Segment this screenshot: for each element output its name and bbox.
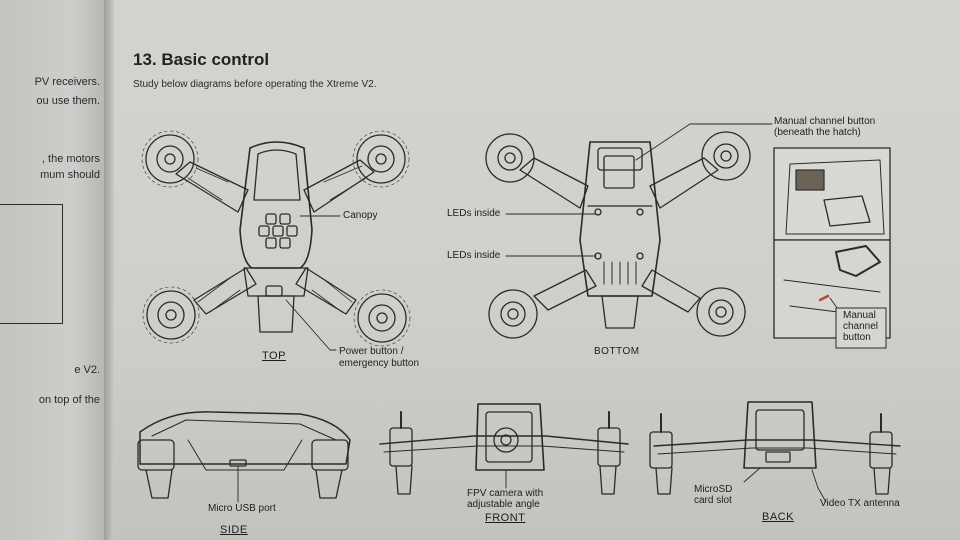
left-page-text-line: PV receivers. — [34, 76, 100, 88]
fpv-camera-label-line-1: FPV camera with — [467, 488, 544, 499]
inset-label-line-3: button — [843, 332, 871, 343]
microsd-label-line-1: MicroSD — [694, 484, 733, 495]
manual-channel-button-label-line-1: Manual channel button — [774, 116, 876, 127]
leds-inside-label-upper: LEDs inside — [447, 208, 501, 219]
inset-drawing — [774, 148, 890, 348]
book-gutter — [104, 0, 114, 540]
side-view-label: SIDE — [220, 524, 248, 536]
fpv-camera-label-line-2: adjustable angle — [467, 499, 540, 510]
left-page-box — [0, 204, 63, 324]
video-tx-antenna-label: Video TX antenna — [820, 498, 900, 509]
left-page-text-line: ou use them. — [36, 95, 100, 107]
back-view-drawing — [650, 402, 900, 502]
inset-label-line-2: channel — [843, 321, 879, 332]
left-page-text-line: mum should — [40, 169, 100, 181]
section-intro: Study below diagrams before operating th… — [133, 79, 377, 90]
top-view-drawing — [142, 131, 410, 350]
micro-usb-label: Micro USB port — [208, 503, 276, 514]
top-view-label: TOP — [262, 350, 286, 362]
bottom-view-label: BOTTOM — [594, 346, 640, 357]
section-title: 13. Basic control — [133, 50, 270, 69]
bottom-view-drawing — [486, 124, 772, 338]
left-page: PV receivers. ou use them. , the motors … — [0, 0, 104, 540]
left-page-text-line: e V2. — [74, 364, 100, 376]
left-page-text-line: on top of the — [38, 394, 100, 406]
canopy-label: Canopy — [343, 210, 378, 221]
front-view-drawing — [380, 404, 628, 494]
power-button-label-line-1: Power button / — [339, 346, 404, 357]
leds-inside-label-lower: LEDs inside — [447, 250, 501, 261]
inset-label-line-1: Manual — [843, 310, 876, 321]
microsd-label-line-2: card slot — [694, 495, 732, 506]
back-view-label: BACK — [762, 511, 794, 523]
side-view-drawing — [138, 412, 350, 502]
left-page-text-line: , the motors — [41, 153, 100, 165]
manual-channel-button-label-line-2: (beneath the hatch) — [774, 127, 861, 138]
power-button-label-line-2: emergency button — [339, 358, 420, 369]
front-view-label: FRONT — [485, 512, 526, 524]
